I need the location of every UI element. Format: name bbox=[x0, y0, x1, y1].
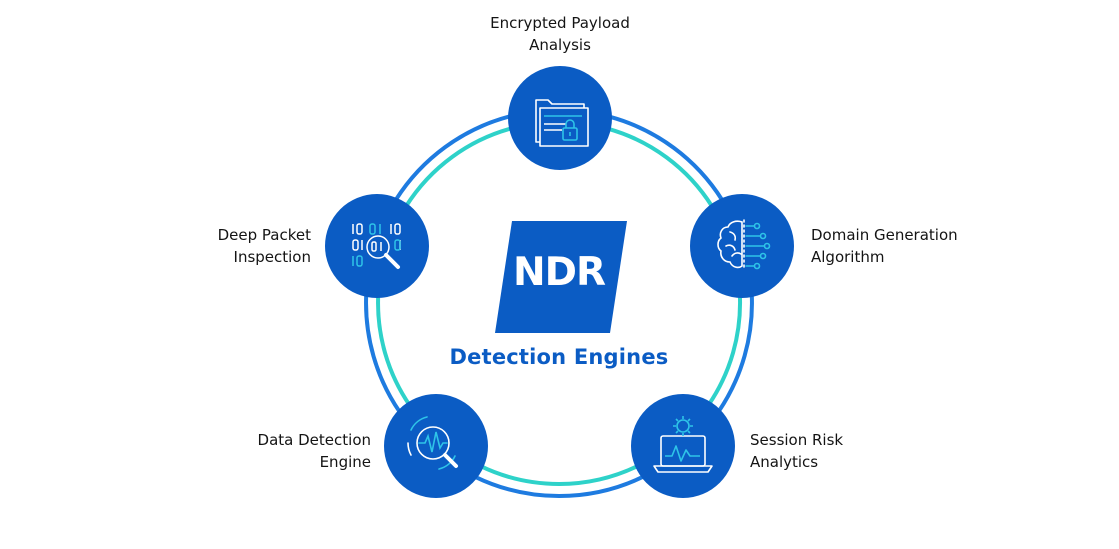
encrypted-folder-icon bbox=[535, 99, 589, 147]
ring-arc bbox=[608, 114, 725, 202]
ndr-logo-badge bbox=[495, 221, 627, 333]
magnifier-waveform-icon bbox=[407, 416, 458, 470]
connection-ring bbox=[364, 114, 754, 499]
laptop-analytics-icon bbox=[653, 416, 713, 473]
node-encrypted-payload[interactable] bbox=[508, 66, 612, 170]
label-encrypted-payload: Encrypted Payload Analysis bbox=[490, 14, 630, 54]
node-domain-generation[interactable] bbox=[690, 194, 794, 298]
diagram-title: Detection Engines bbox=[449, 345, 669, 369]
ring-arc bbox=[473, 474, 646, 499]
binary-magnifier-icon bbox=[352, 223, 401, 269]
label-data-detection: Data Detection Engine bbox=[257, 431, 371, 471]
node-session-risk[interactable] bbox=[631, 394, 735, 498]
ring-arc bbox=[364, 293, 402, 414]
node-data-detection[interactable] bbox=[384, 394, 488, 498]
ring-arc bbox=[604, 126, 714, 209]
ring-arc bbox=[394, 114, 513, 202]
ring-arc bbox=[404, 125, 516, 208]
ring-arc bbox=[706, 293, 743, 407]
label-deep-packet: Deep Packet Inspection bbox=[217, 226, 311, 266]
ring-arc bbox=[478, 463, 641, 486]
label-domain-generation: Domain Generation Algorithm bbox=[811, 226, 958, 266]
label-session-risk: Session Risk Analytics bbox=[750, 431, 844, 471]
ring-arc bbox=[376, 293, 412, 407]
ndr-logo-text: NDR bbox=[512, 250, 606, 295]
node-deep-packet[interactable] bbox=[325, 194, 429, 298]
ring-arc bbox=[716, 293, 754, 414]
ai-brain-icon bbox=[717, 219, 771, 271]
